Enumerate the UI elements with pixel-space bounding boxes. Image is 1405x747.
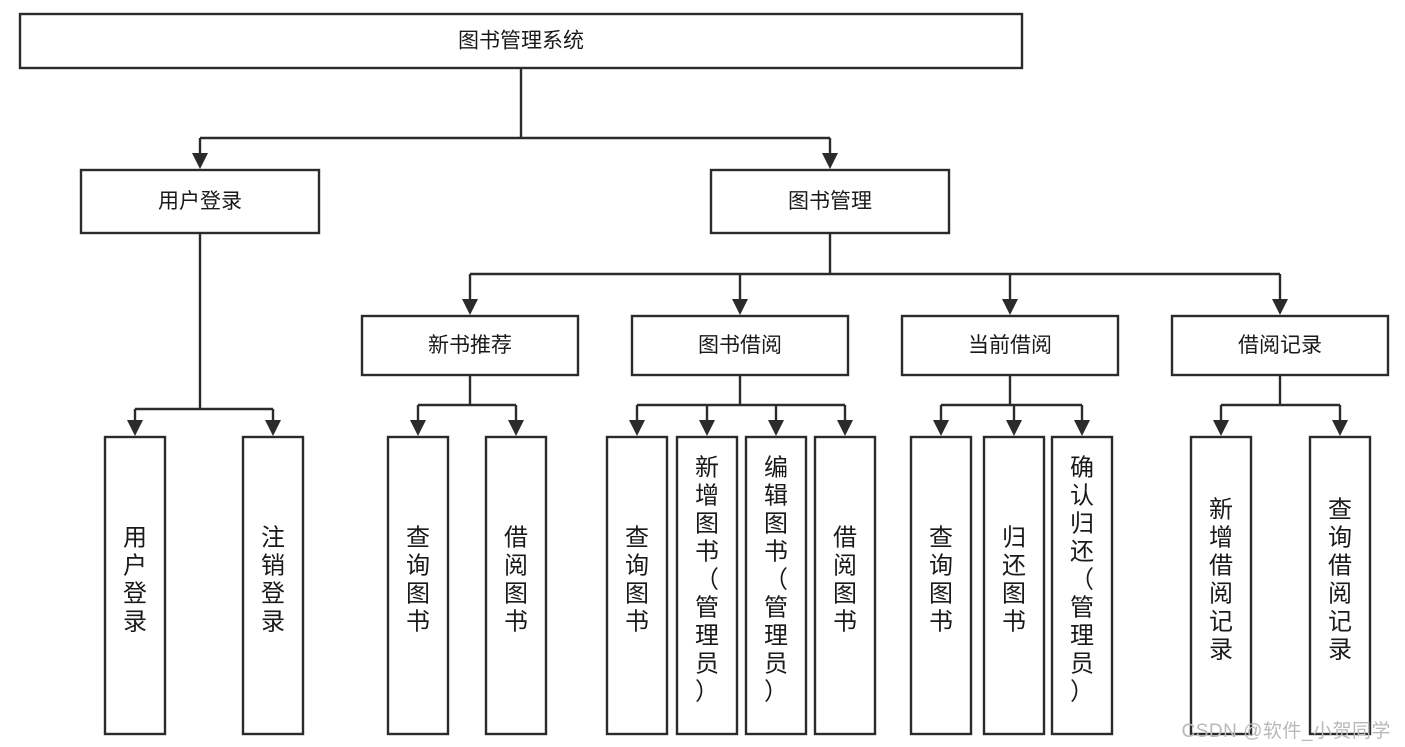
node-box[interactable] [675,435,739,736]
node-layer: 图书管理系统用户登录图书管理新书推荐图书借阅当前借阅借阅记录用户登录注销登录查询… [18,12,1390,736]
node-box[interactable] [630,314,850,377]
node-box[interactable] [813,435,877,736]
arrow-head [629,420,645,436]
node-label: 图书管理系统 [458,30,584,53]
arrow-head [462,299,478,315]
node-book-borrow[interactable]: 图书借阅 [630,314,850,377]
arrow-head [768,420,784,436]
node-label: 查询图书 [625,525,649,636]
node-box[interactable] [484,435,548,736]
node-label: 用户登录 [123,525,147,636]
node-box[interactable] [1050,435,1114,736]
node-borrow-record[interactable]: 借阅记录 [1170,314,1390,377]
node-label: 用户登录 [158,190,242,213]
node-leaf-user-login[interactable]: 用户登录 [103,435,167,736]
node-box[interactable] [982,435,1046,736]
node-label: 新增借阅记录 [1209,497,1233,664]
node-label: 查询借阅记录 [1328,497,1352,664]
node-box[interactable] [605,435,669,736]
node-label: 确认归还（管理员） [1070,455,1094,706]
node-leaf-return-book[interactable]: 归还图书 [982,435,1046,736]
arrow-head [732,299,748,315]
node-label: 当前借阅 [968,334,1052,357]
node-box[interactable] [744,435,808,736]
node-box[interactable] [1189,435,1253,736]
node-leaf-add-record[interactable]: 新增借阅记录 [1189,435,1253,736]
node-leaf-borrow-book-1[interactable]: 借阅图书 [484,435,548,736]
node-box[interactable] [241,435,305,736]
node-leaf-query-book-3[interactable]: 查询图书 [909,435,973,736]
csdn-watermark: CSDN @软件_小贺同学 [1181,721,1391,742]
node-leaf-edit-book[interactable]: 编辑图书（管理员） [744,435,808,736]
arrow-head [933,420,949,436]
node-box[interactable] [1308,435,1372,736]
node-box[interactable] [360,314,580,377]
node-box[interactable] [386,435,450,736]
connector-layer [127,68,1348,436]
node-user-login[interactable]: 用户登录 [79,168,321,235]
arrow-head [192,153,208,169]
arrow-head [699,420,715,436]
node-leaf-borrow-book-2[interactable]: 借阅图书 [813,435,877,736]
arrow-head [1213,420,1229,436]
node-leaf-query-book-2[interactable]: 查询图书 [605,435,669,736]
node-box[interactable] [909,435,973,736]
node-leaf-query-book-1[interactable]: 查询图书 [386,435,450,736]
node-label: 查询图书 [406,525,430,636]
node-box[interactable] [18,12,1024,70]
arrow-head [127,420,143,436]
node-label: 新书推荐 [428,334,512,357]
node-current-borrow[interactable]: 当前借阅 [900,314,1120,377]
node-label: 图书管理 [788,190,872,213]
node-box[interactable] [900,314,1120,377]
node-book-manage[interactable]: 图书管理 [709,168,951,235]
arrow-head [1002,299,1018,315]
node-label: 借阅图书 [833,525,857,636]
node-leaf-confirm-return[interactable]: 确认归还（管理员） [1050,435,1114,736]
node-label: 借阅图书 [504,525,528,636]
node-leaf-query-record[interactable]: 查询借阅记录 [1308,435,1372,736]
arrow-head [1006,420,1022,436]
node-label: 编辑图书（管理员） [764,455,788,706]
node-label: 归还图书 [1002,525,1026,636]
arrow-head [1074,420,1090,436]
node-label: 借阅记录 [1238,334,1322,357]
arrow-head [822,153,838,169]
node-box[interactable] [103,435,167,736]
arrow-head [1272,299,1288,315]
arrow-head [265,420,281,436]
node-box[interactable] [79,168,321,235]
node-box[interactable] [1170,314,1390,377]
node-root[interactable]: 图书管理系统 [18,12,1024,70]
node-label: 新增图书（管理员） [695,455,719,706]
node-label: 注销登录 [261,525,285,636]
arrow-head [508,420,524,436]
node-label: 查询图书 [929,525,953,636]
arrow-head [1332,420,1348,436]
node-label: 图书借阅 [698,334,782,357]
arrow-head [837,420,853,436]
node-leaf-logout[interactable]: 注销登录 [241,435,305,736]
node-box[interactable] [709,168,951,235]
arrow-head [410,420,426,436]
node-new-book-rec[interactable]: 新书推荐 [360,314,580,377]
node-leaf-add-book[interactable]: 新增图书（管理员） [675,435,739,736]
